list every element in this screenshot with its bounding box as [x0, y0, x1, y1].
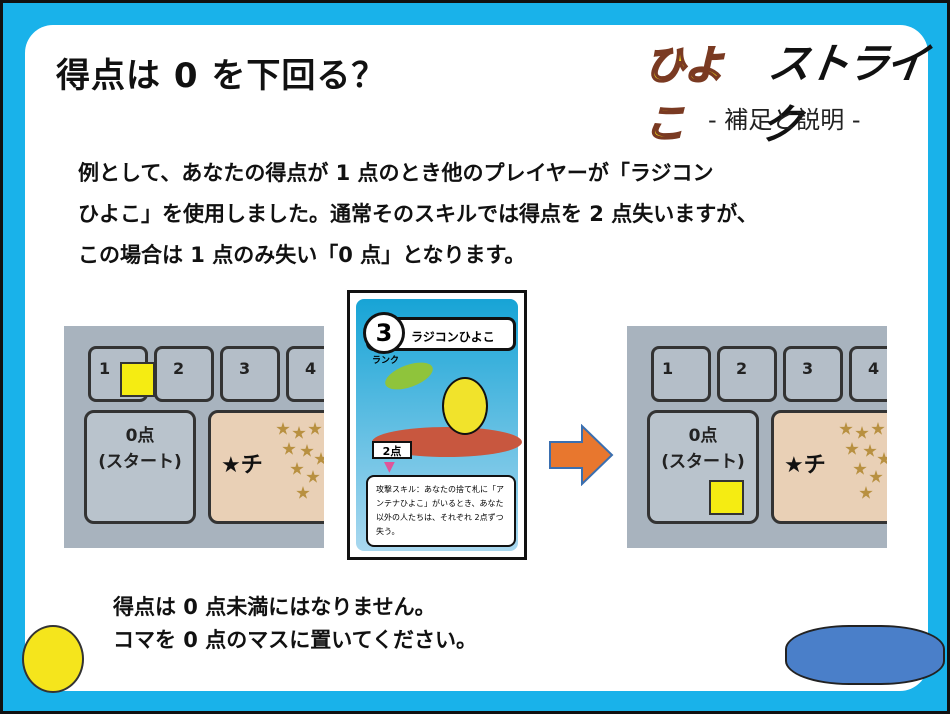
- right-arrow-icon: [549, 424, 614, 486]
- subtitle: - 補足と説明 -: [708, 106, 861, 134]
- board-photo-after: 1 2 3 4 0点 (スタート) ★チ: [627, 326, 887, 548]
- board-cell-3: 3: [220, 346, 280, 402]
- board-cell-4: 4: [286, 346, 324, 402]
- chip-label: ★チ: [784, 453, 826, 478]
- star-token: [276, 422, 290, 435]
- skill-card: ラジコンひよこ 3 ランク 2点 ▼ 攻撃スキル：あなたの捨て札に「アンテナひよ…: [347, 290, 527, 560]
- game-logo: ひよこ ストライク: [644, 30, 950, 152]
- start-label: (スタート): [661, 452, 745, 472]
- board-cell-4: 4: [849, 346, 887, 402]
- star-token: [296, 486, 310, 499]
- page-title: 得点は 0 を下回る？: [56, 56, 387, 96]
- star-token: [306, 470, 320, 483]
- board-chip-area: ★チ: [208, 410, 324, 524]
- logo-hiyoko: ひよこ: [644, 42, 725, 148]
- conclusion-line: コマを 0 点のマスに置いてください。: [113, 628, 477, 652]
- cell-number: 3: [239, 359, 251, 378]
- explanation-line: この場合は 1 点のみ失い「0 点」となります。: [78, 243, 526, 267]
- board-cell-1: 1: [651, 346, 711, 402]
- card-points: 2点: [372, 441, 412, 459]
- cell-number: 4: [868, 359, 880, 378]
- board-cell-2: 2: [154, 346, 214, 402]
- card-skill-text: 攻撃スキル：あなたの捨て札に「アンテナひよこ」がいるとき、あなた以外の人たちは、…: [366, 475, 516, 547]
- board-cell-2: 2: [717, 346, 777, 402]
- star-token: [314, 452, 324, 465]
- star-token: [292, 426, 306, 439]
- card-rank-label: ランク: [372, 356, 400, 366]
- conclusion-line: 得点は 0 点未満にはなりません。: [113, 595, 436, 619]
- star-token: [863, 444, 877, 457]
- cell-number: 4: [305, 359, 317, 378]
- star-token: [300, 444, 314, 457]
- down-arrow-icon: ▼: [384, 459, 395, 475]
- star-token: [290, 462, 304, 475]
- card-name: ラジコンひよこ: [366, 317, 516, 351]
- start-label: (スタート): [98, 452, 182, 472]
- board-cell-3: 3: [783, 346, 843, 402]
- cell-number: 3: [802, 359, 814, 378]
- board-chip-area: ★チ: [771, 410, 887, 524]
- explanation-line: 例として、あなたの得点が 1 点のとき他のプレイヤーが「ラジコン: [78, 161, 714, 185]
- cell-number: 2: [173, 359, 185, 378]
- chick-mascot: [22, 625, 84, 693]
- score-marker: [709, 480, 744, 515]
- star-token: [869, 470, 883, 483]
- start-points: 0点: [688, 426, 718, 446]
- star-tokens: [833, 422, 887, 512]
- chick-illustration: [442, 377, 488, 435]
- star-token: [845, 442, 859, 455]
- cell-number: 1: [662, 359, 674, 378]
- star-token: [871, 422, 885, 435]
- card-rank-number: 3: [363, 312, 405, 354]
- explanation-line: ひよこ」を使用しました。通常そのスキルでは得点を 2 点失いますが、: [78, 202, 758, 226]
- star-token: [877, 452, 887, 465]
- score-marker: [120, 362, 155, 397]
- star-token: [859, 486, 873, 499]
- star-tokens: [270, 422, 324, 512]
- cell-number: 1: [99, 359, 111, 378]
- board-start-cell: 0点 (スタート): [84, 410, 196, 524]
- cell-number: 2: [736, 359, 748, 378]
- board-photo-before: 1 2 3 4 0点 (スタート) ★チ: [64, 326, 324, 548]
- star-token: [855, 426, 869, 439]
- chip-label: ★チ: [221, 453, 263, 478]
- plane-mascot: [785, 625, 945, 685]
- star-token: [308, 422, 322, 435]
- star-token: [839, 422, 853, 435]
- conclusion-text: 得点は 0 点未満にはなりません。 コマを 0 点のマスに置いてください。: [113, 591, 477, 657]
- star-token: [853, 462, 867, 475]
- explanation-text: 例として、あなたの得点が 1 点のとき他のプレイヤーが「ラジコン ひよこ」を使用…: [78, 153, 758, 276]
- start-points: 0点: [125, 426, 155, 446]
- star-token: [282, 442, 296, 455]
